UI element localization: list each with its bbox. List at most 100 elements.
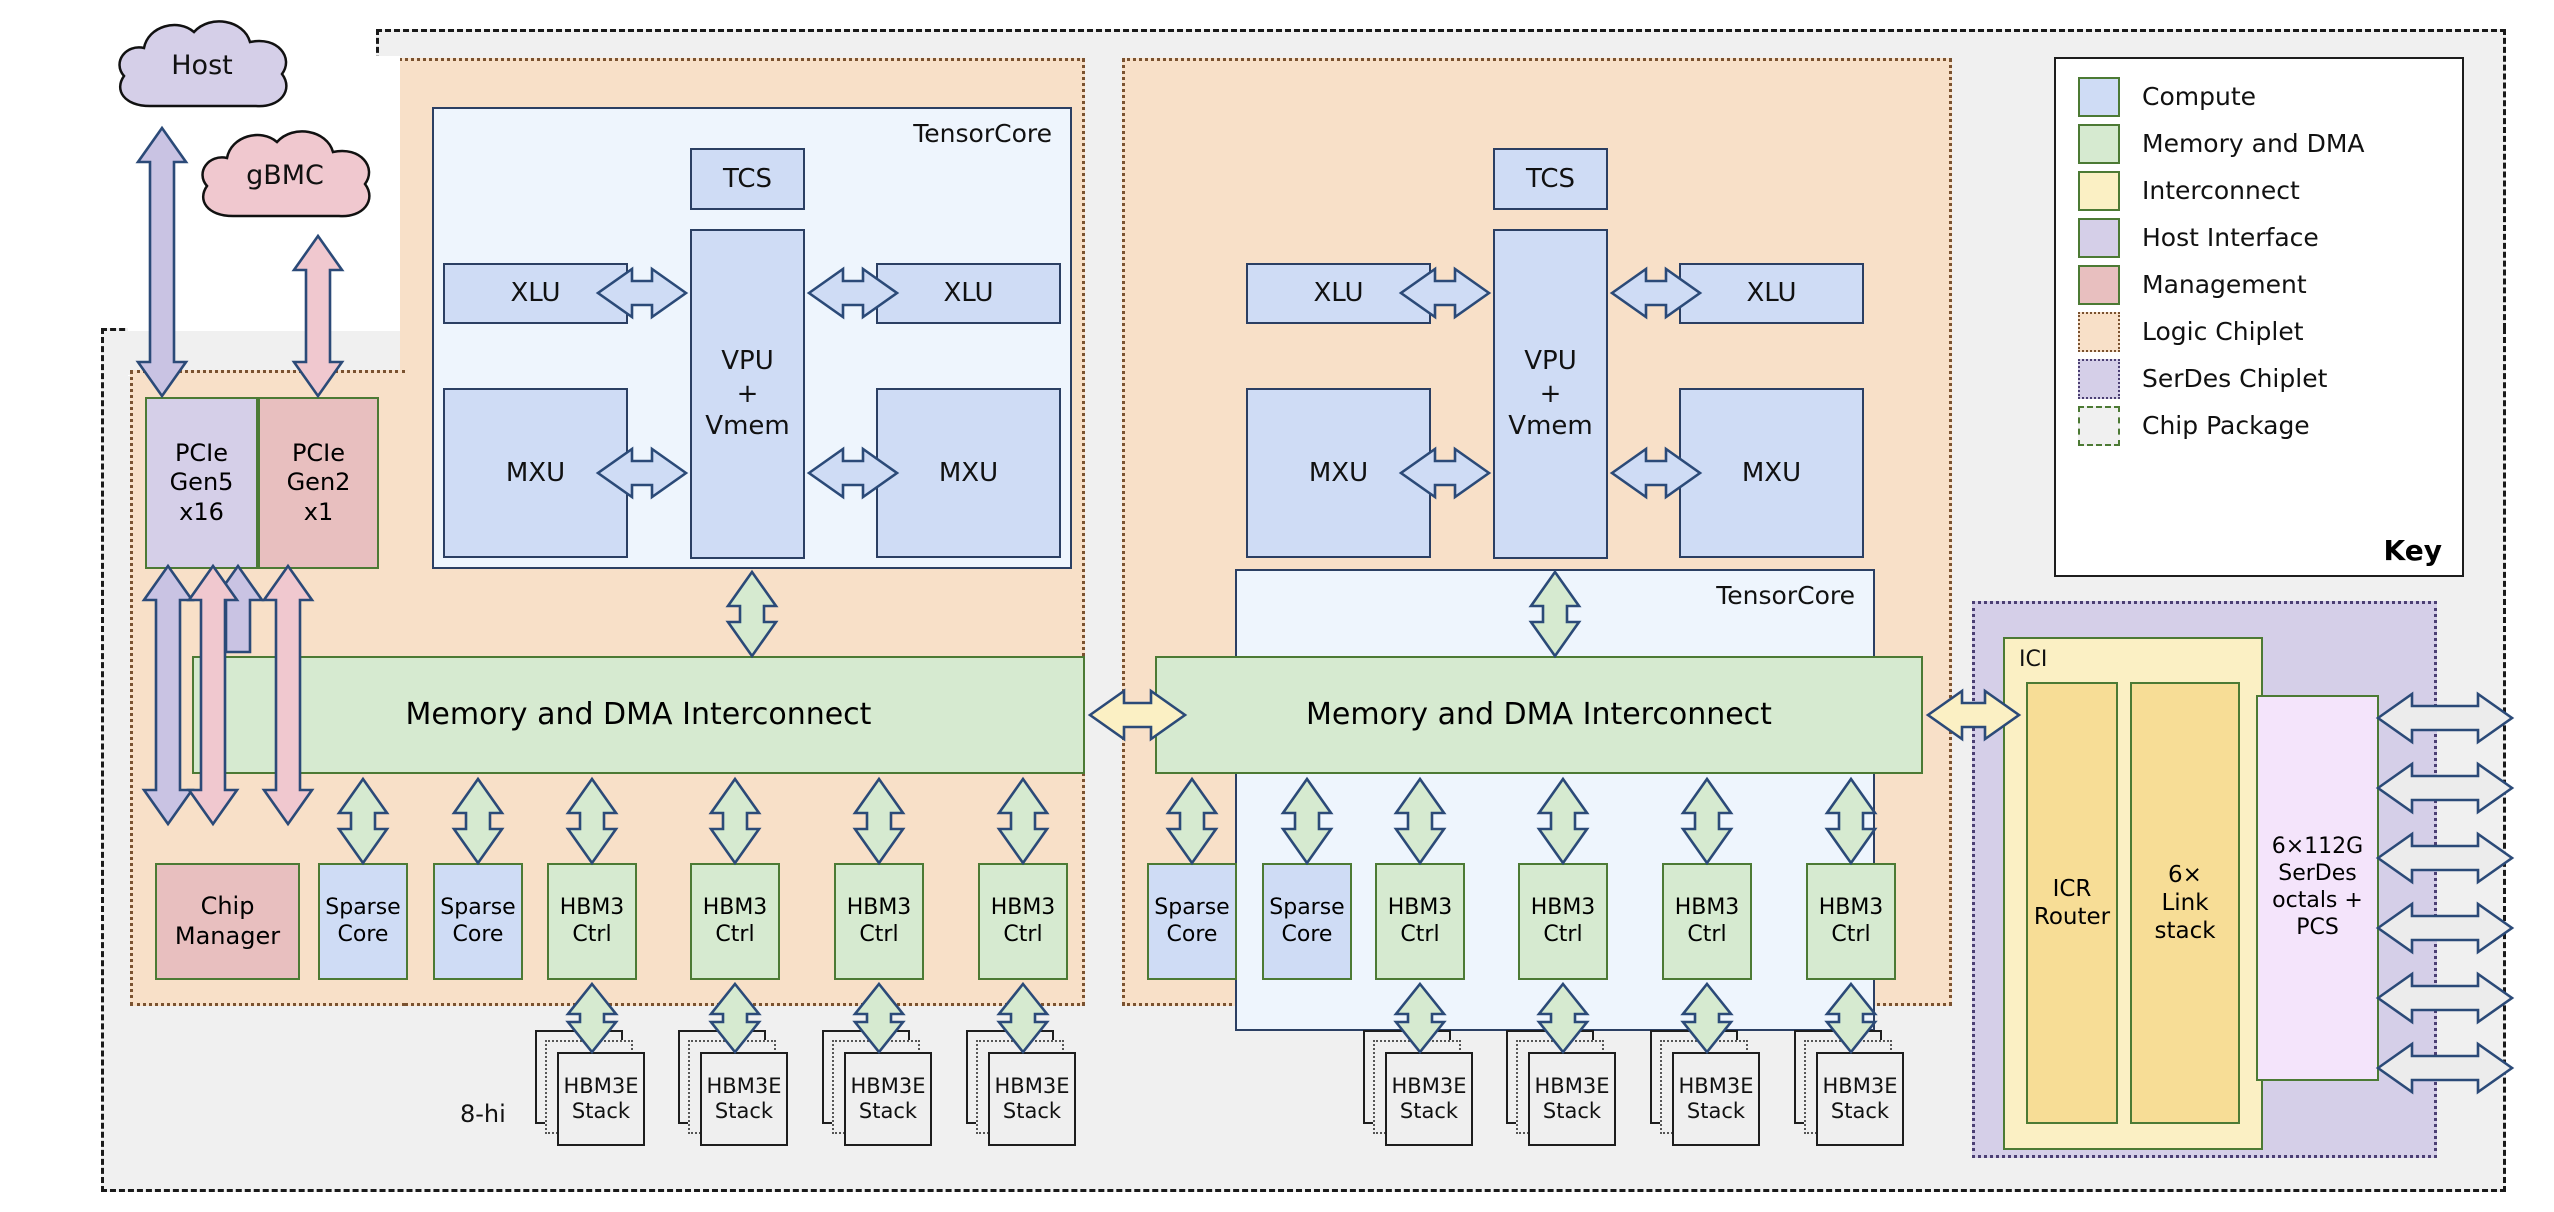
mxu-label: MXU — [938, 457, 999, 488]
legend-label-management: Management — [2142, 270, 2307, 299]
stack-line-1: HBM3E — [1822, 1073, 1898, 1098]
hbm3e-stack-5: HBM3E Stack — [1385, 1052, 1473, 1146]
stack-line-1: HBM3E — [1391, 1073, 1467, 1098]
stack-line-2: Stack — [1002, 1099, 1062, 1123]
block-line-2: Ctrl — [1687, 921, 1727, 947]
mxu-label: MXU — [1308, 457, 1369, 488]
block-line-1: HBM3 — [846, 894, 912, 920]
tensorcore-2-mxu-left: MXU — [1246, 388, 1431, 558]
legend-item-memory: Memory and DMA — [2056, 120, 2462, 167]
link-stack-block: 6× Link stack — [2130, 682, 2240, 1124]
serdes-line-3: octals + — [2272, 888, 2363, 913]
legend-swatch-memory — [2078, 123, 2120, 164]
tcs-label: TCS — [722, 163, 773, 194]
tensorcore-1-xlu-left: XLU — [443, 263, 628, 324]
stack-line-2: Stack — [714, 1099, 774, 1123]
hbm3-ctrl-2-block: HBM3 Ctrl — [690, 863, 780, 980]
stack-line-1: HBM3E — [994, 1073, 1070, 1098]
block-line-1: Sparse — [440, 894, 516, 920]
block-line-2: Core — [1281, 921, 1333, 947]
sparse-core-4-block: Sparse Core — [1262, 863, 1352, 980]
stack-line-2: Stack — [858, 1099, 918, 1123]
vpu-line-3: Vmem — [1508, 411, 1593, 442]
pcie-gen5-line-1: PCIe — [174, 439, 229, 468]
hbm3e-stack-7: HBM3E Stack — [1672, 1052, 1760, 1146]
vpu-line-3: Vmem — [705, 411, 790, 442]
interconnect-label: Memory and DMA Interconnect — [405, 696, 872, 732]
stack-line-1: HBM3E — [563, 1073, 639, 1098]
stack-line-2: Stack — [571, 1099, 631, 1123]
stack-line-1: HBM3E — [1678, 1073, 1754, 1098]
hbm3-ctrl-1-block: HBM3 Ctrl — [547, 863, 637, 980]
legend-item-management: Management — [2056, 261, 2462, 308]
xlu-label: XLU — [943, 278, 994, 309]
pcie-gen2-line-1: PCIe — [291, 439, 346, 468]
legend-swatch-logic-chiplet — [2078, 311, 2120, 352]
stack-line-2: Stack — [1542, 1099, 1602, 1123]
hbm3e-stack-1: HBM3E Stack — [557, 1052, 645, 1146]
legend-label-chip-package: Chip Package — [2142, 411, 2310, 440]
legend-item-serdes-chiplet: SerDes Chiplet — [2056, 355, 2462, 402]
chip-manager-block: Chip Manager — [155, 863, 300, 980]
ici-group-label: ICI — [2019, 647, 2048, 672]
block-line-1: HBM3 — [559, 894, 625, 920]
block-line-2: Core — [1166, 921, 1218, 947]
hbm3e-stack-3: HBM3E Stack — [844, 1052, 932, 1146]
tensorcore-2-tcs: TCS — [1493, 148, 1608, 210]
block-line-2: Ctrl — [1400, 921, 1440, 947]
pcie-gen5-line-3: x16 — [179, 497, 224, 526]
legend-swatch-host-interface — [2078, 217, 2120, 258]
hbm3-ctrl-5-block: HBM3 Ctrl — [1375, 863, 1465, 980]
tensorcore-2-xlu-left: XLU — [1246, 263, 1431, 324]
tensorcore-1-title: TensorCore — [913, 119, 1052, 148]
legend-swatch-chip-package — [2078, 405, 2120, 446]
legend-label-interconnect: Interconnect — [2142, 176, 2300, 205]
hbm-stack-group-5: HBM3E Stack — [1363, 1030, 1483, 1150]
hbm-stack-group-6: HBM3E Stack — [1506, 1030, 1626, 1150]
stack-line-1: HBM3E — [850, 1073, 926, 1098]
link-line-2: Link — [2161, 889, 2209, 916]
hbm3-ctrl-4-block: HBM3 Ctrl — [978, 863, 1068, 980]
tensorcore-2-mxu-right: MXU — [1679, 388, 1864, 558]
vpu-line-1: VPU — [721, 346, 774, 377]
legend-item-logic-chiplet: Logic Chiplet — [2056, 308, 2462, 355]
vpu-line-1: VPU — [1524, 346, 1577, 377]
hbm-stack-group-1: HBM3E Stack — [535, 1030, 655, 1150]
host-cloud-label: Host — [171, 50, 233, 81]
legend-label-memory: Memory and DMA — [2142, 129, 2365, 158]
hbm-stack-group-7: HBM3E Stack — [1650, 1030, 1770, 1150]
block-line-2: Ctrl — [1543, 921, 1583, 947]
hbm3e-stack-8: HBM3E Stack — [1816, 1052, 1904, 1146]
stack-line-1: HBM3E — [706, 1073, 782, 1098]
stack-line-2: Stack — [1686, 1099, 1746, 1123]
icr-line-2: Router — [2033, 904, 2111, 930]
xlu-label: XLU — [1746, 278, 1797, 309]
tensorcore-2-title: TensorCore — [1716, 581, 1855, 610]
pcie-gen5-block: PCIe Gen5 x16 — [145, 397, 258, 569]
hbm-stack-group-3: HBM3E Stack — [822, 1030, 942, 1150]
legend-item-compute: Compute — [2056, 73, 2462, 120]
block-line-1: HBM3 — [1387, 894, 1453, 920]
block-line-1: HBM3 — [990, 894, 1056, 920]
memory-dma-interconnect-right: Memory and DMA Interconnect — [1155, 656, 1923, 774]
legend-label-host-interface: Host Interface — [2142, 223, 2319, 252]
tcs-label: TCS — [1525, 163, 1576, 194]
icr-router-block: ICR Router — [2026, 682, 2118, 1124]
block-line-2: Core — [337, 921, 389, 947]
serdes-line-2: SerDes — [2278, 861, 2357, 887]
pcie-gen2-line-2: Gen2 — [286, 468, 351, 497]
block-line-2: Core — [452, 921, 504, 947]
block-line-1: Sparse — [1154, 894, 1230, 920]
tensorcore-2-vpu: VPU + Vmem — [1493, 229, 1608, 559]
block-line-2: Ctrl — [1831, 921, 1871, 947]
hbm3e-stack-2: HBM3E Stack — [700, 1052, 788, 1146]
vpu-line-2: + — [736, 378, 759, 409]
mxu-label: MXU — [1741, 457, 1802, 488]
pcie-gen2-line-3: x1 — [303, 497, 334, 526]
legend-item-interconnect: Interconnect — [2056, 167, 2462, 214]
legend-panel: Compute Memory and DMA Interconnect Host… — [2054, 57, 2464, 577]
legend-label-compute: Compute — [2142, 82, 2257, 111]
icr-line-1: ICR — [2052, 875, 2092, 902]
tensorcore-2-xlu-right: XLU — [1679, 263, 1864, 324]
gbmc-cloud — [201, 130, 371, 218]
